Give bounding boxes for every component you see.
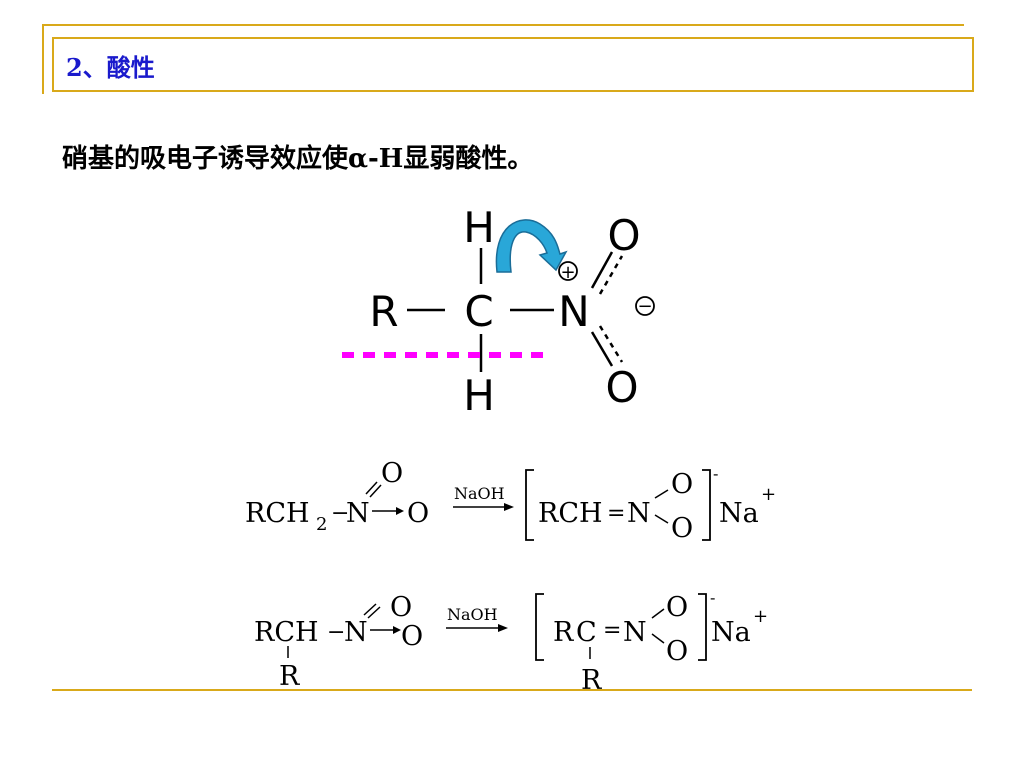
r2-product-o-bottom: O (666, 636, 688, 667)
r2-product-o-top: O (666, 592, 688, 623)
r2-dbl-bond-b (367, 606, 381, 619)
r1-reactant: RCH (245, 498, 310, 529)
top-rule (42, 24, 964, 26)
r2-o-top: O (390, 592, 412, 623)
r2-product-dbl: = (603, 618, 621, 643)
r2-o-right: O (401, 621, 423, 652)
r1-product-dbl: = (607, 501, 625, 526)
r2-counter-ion: Na (711, 617, 751, 648)
reaction-2: RCH − N O O R NaOH R C = N O O R - Na + (254, 588, 768, 696)
heading: 2、酸性 (66, 53, 155, 82)
left-accent-rule (42, 24, 44, 94)
r2-product-r: R (553, 617, 574, 648)
r2-left-bracket (535, 593, 544, 661)
n-o-bottom-dashed-bond (598, 325, 624, 363)
o-bottom-atom: O (605, 363, 638, 412)
r2-reagent: NaOH (447, 605, 498, 624)
n-o-bottom-bond (590, 331, 614, 367)
r1-charge: - (713, 464, 718, 483)
r1-bond: − (331, 501, 349, 526)
r2-product-no-bottom (651, 633, 665, 644)
n-o-top-bond (590, 251, 614, 289)
r2-product-r-substituent: R (581, 665, 602, 696)
c-atom: C (464, 287, 493, 336)
r1-product-no-top (654, 489, 669, 499)
n-o-top-dashed-bond (598, 255, 624, 295)
r1-product-o-bottom: O (671, 513, 693, 544)
r1-product: RCH (538, 498, 603, 529)
electron-shift-arrow-icon (495, 219, 568, 273)
h-top-atom: H (463, 203, 495, 252)
r1-dbl-bond-a (365, 481, 378, 495)
plus-charge-sign: + (560, 262, 575, 283)
r-atom: R (369, 287, 398, 336)
statement-text: 硝基的吸电子诱导效应使α-H显弱酸性。 (62, 144, 534, 174)
r2-dbl-bond-a (363, 603, 377, 616)
o-top-atom: O (607, 211, 640, 260)
r1-reagent: NaOH (454, 484, 505, 503)
r1-counter-ion: Na (719, 498, 759, 529)
r1-reaction-arrowhead-icon (504, 503, 514, 511)
r1-n: N (346, 498, 370, 529)
r1-o-top: O (381, 458, 403, 489)
r1-o-right: O (407, 498, 429, 529)
r2-product-n: N (623, 617, 647, 648)
r2-n: N (344, 617, 368, 648)
r1-right-bracket (702, 469, 711, 541)
r1-left-bracket (525, 469, 534, 541)
r2-counter-charge: + (753, 606, 768, 627)
reaction-1: RCH 2 − N O O NaOH RCH = N O O - Na + (245, 458, 776, 544)
r1-coord-arrowhead-icon (396, 507, 404, 515)
h-bottom-atom: H (463, 371, 495, 420)
plus-charge-icon (558, 261, 578, 281)
r2-reaction-arrowhead-icon (498, 624, 508, 632)
r1-product-n: N (627, 498, 651, 529)
r2-right-bracket (698, 593, 707, 661)
r2-bond: − (327, 620, 345, 645)
n-atom: N (558, 287, 589, 336)
minus-charge-sign: − (637, 296, 652, 317)
r2-coord-arrowhead-icon (393, 626, 401, 634)
r2-reactant: RCH (254, 617, 319, 648)
r1-product-o-top: O (671, 469, 693, 500)
minus-charge-icon (635, 296, 655, 316)
r2-product-no-top (651, 608, 665, 619)
r1-counter-charge: + (761, 484, 776, 505)
r2-charge: - (710, 588, 715, 607)
r1-subscript: 2 (316, 514, 327, 535)
r1-dbl-bond-b (369, 484, 382, 498)
r2-r-substituent: R (279, 661, 300, 692)
heading-box: 2、酸性 (52, 37, 974, 92)
r1-product-no-bottom (654, 514, 669, 524)
r2-product-c: C (576, 617, 597, 648)
bottom-rule (52, 689, 972, 691)
nitro-structure: H R C N H O O + − (342, 203, 655, 420)
